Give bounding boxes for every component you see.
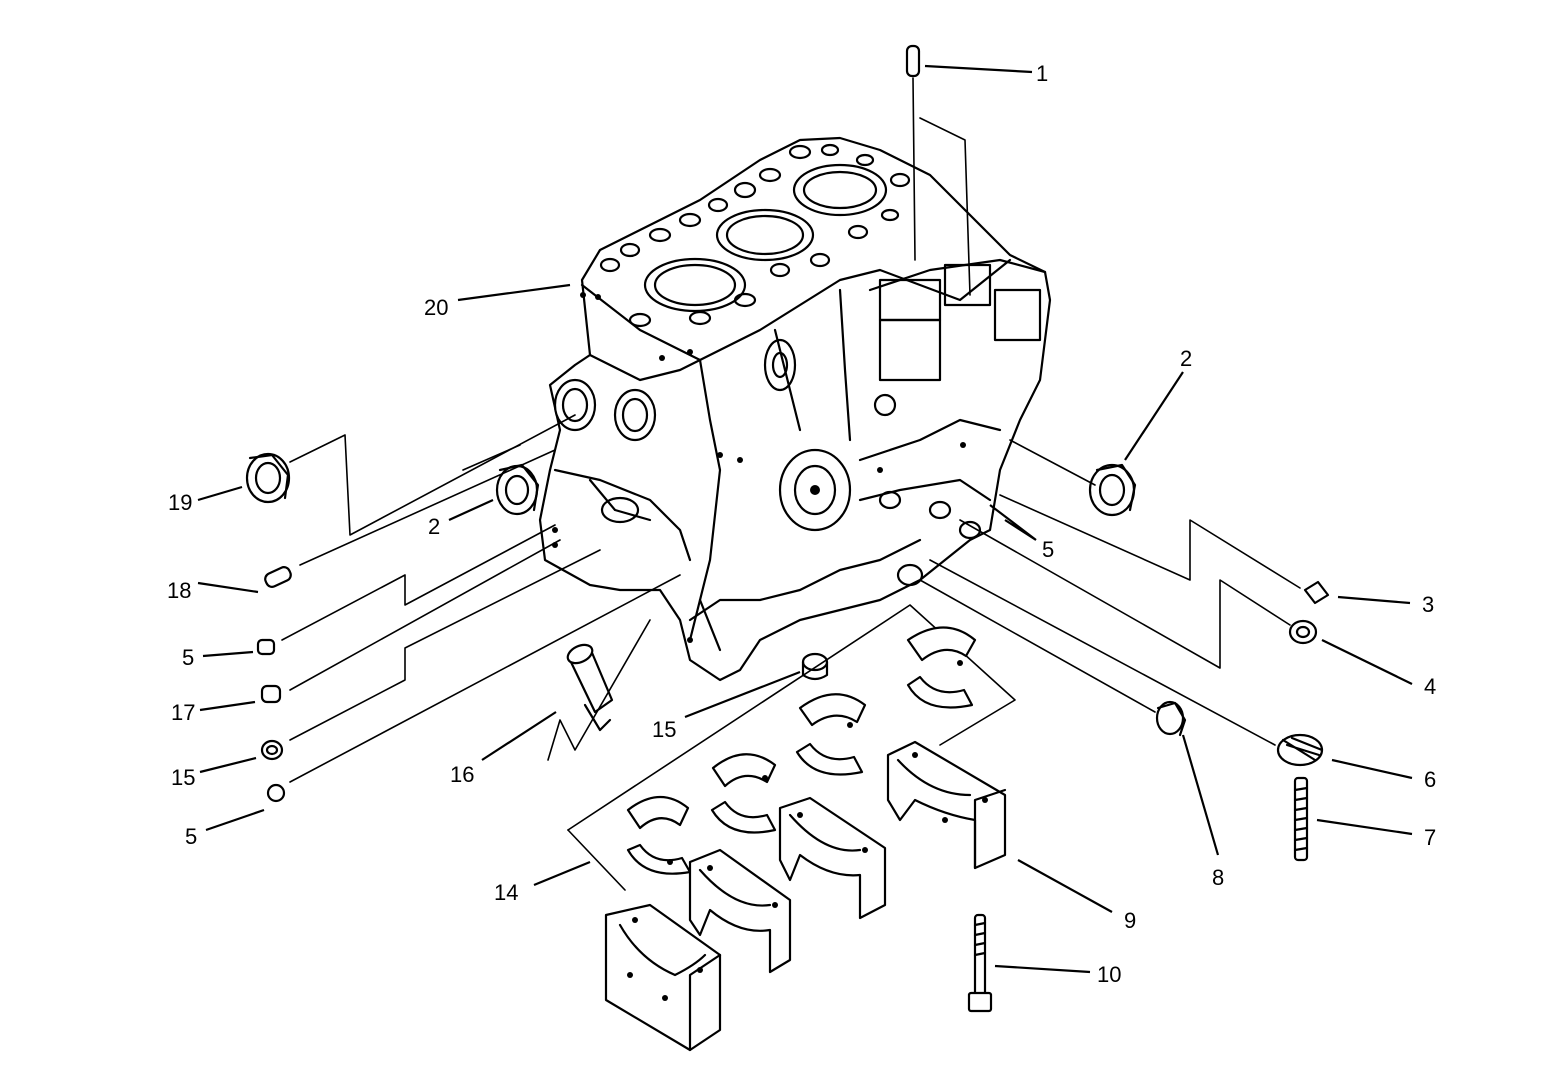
leader-5-left-top [202, 650, 254, 658]
part-7-stud [1293, 776, 1309, 862]
leader-path-19 [289, 414, 576, 536]
part-6-spring-plug [929, 559, 1324, 767]
leader-18 [197, 581, 259, 594]
water-jacket-holes [599, 143, 911, 328]
leader-5-right [989, 504, 1037, 541]
part-2-left-bushing [495, 463, 540, 516]
part-9-bearing-caps [604, 740, 1007, 1052]
leader-4 [1321, 639, 1413, 685]
callout-18: 18 [167, 578, 191, 603]
part-5-left-bottom-plug [266, 574, 681, 803]
callout-1: 1 [1036, 61, 1048, 86]
callout-10: 10 [1097, 962, 1121, 987]
callout-16: 16 [450, 762, 474, 787]
callout-6: 6 [1424, 767, 1436, 792]
callout-5-left-bottom: 5 [185, 824, 197, 849]
part-5-left-top-plug [256, 524, 556, 656]
leader-6 [1331, 758, 1413, 780]
part-17-plug [260, 539, 561, 704]
callout-4: 4 [1424, 674, 1436, 699]
callout-15-center: 15 [652, 717, 676, 742]
callout-2-left: 2 [428, 514, 440, 539]
leader-17 [199, 700, 256, 712]
part-2-right-bushing [1009, 439, 1137, 517]
callout-19: 19 [168, 490, 192, 515]
callout-7: 7 [1424, 825, 1436, 850]
callout-20: 20 [424, 295, 448, 320]
callout-9: 9 [1124, 908, 1136, 933]
callout-17: 17 [171, 700, 195, 725]
callout-15-left: 15 [171, 765, 195, 790]
leader-16 [481, 711, 557, 761]
leader-19 [197, 485, 243, 502]
callout-14: 14 [494, 880, 518, 905]
part-15-left-plug [260, 549, 601, 761]
leader-2-right [1124, 371, 1184, 461]
part-8-plug [919, 579, 1187, 737]
leader-8 [1181, 734, 1220, 856]
leader-14 [533, 860, 591, 887]
leader-10 [994, 964, 1091, 974]
part-18-plug [264, 449, 556, 588]
part-10-cap-bolt [967, 913, 993, 1013]
leader-2-left [448, 498, 494, 522]
part-19-ring [245, 452, 291, 504]
leader-1 [924, 64, 1033, 74]
part-1-dowel-pin [905, 44, 971, 296]
leader-path-2-left [462, 444, 521, 471]
part-3-plug [999, 494, 1330, 605]
leader-15-left [199, 756, 257, 774]
leader-5-left-bottom [205, 808, 265, 832]
part-15-center-plug [801, 652, 829, 681]
callout-8: 8 [1212, 865, 1224, 890]
callouts: 1 2 20 19 2 5 18 5 17 15 5 16 [167, 61, 1436, 987]
callout-5-right: 5 [1042, 537, 1054, 562]
callout-2-right: 2 [1180, 346, 1192, 371]
callout-3: 3 [1422, 592, 1434, 617]
leader-7 [1316, 818, 1413, 836]
leader-9 [1017, 859, 1113, 913]
leader-15-center [684, 670, 801, 719]
cylinder-block [538, 136, 1052, 682]
part-16-tappet [547, 619, 651, 761]
part-4-plug [959, 519, 1318, 669]
leader-3 [1337, 595, 1411, 605]
part-14-bearing-shells [567, 604, 1016, 891]
callout-5-left-top: 5 [182, 645, 194, 670]
leader-20 [457, 283, 571, 302]
